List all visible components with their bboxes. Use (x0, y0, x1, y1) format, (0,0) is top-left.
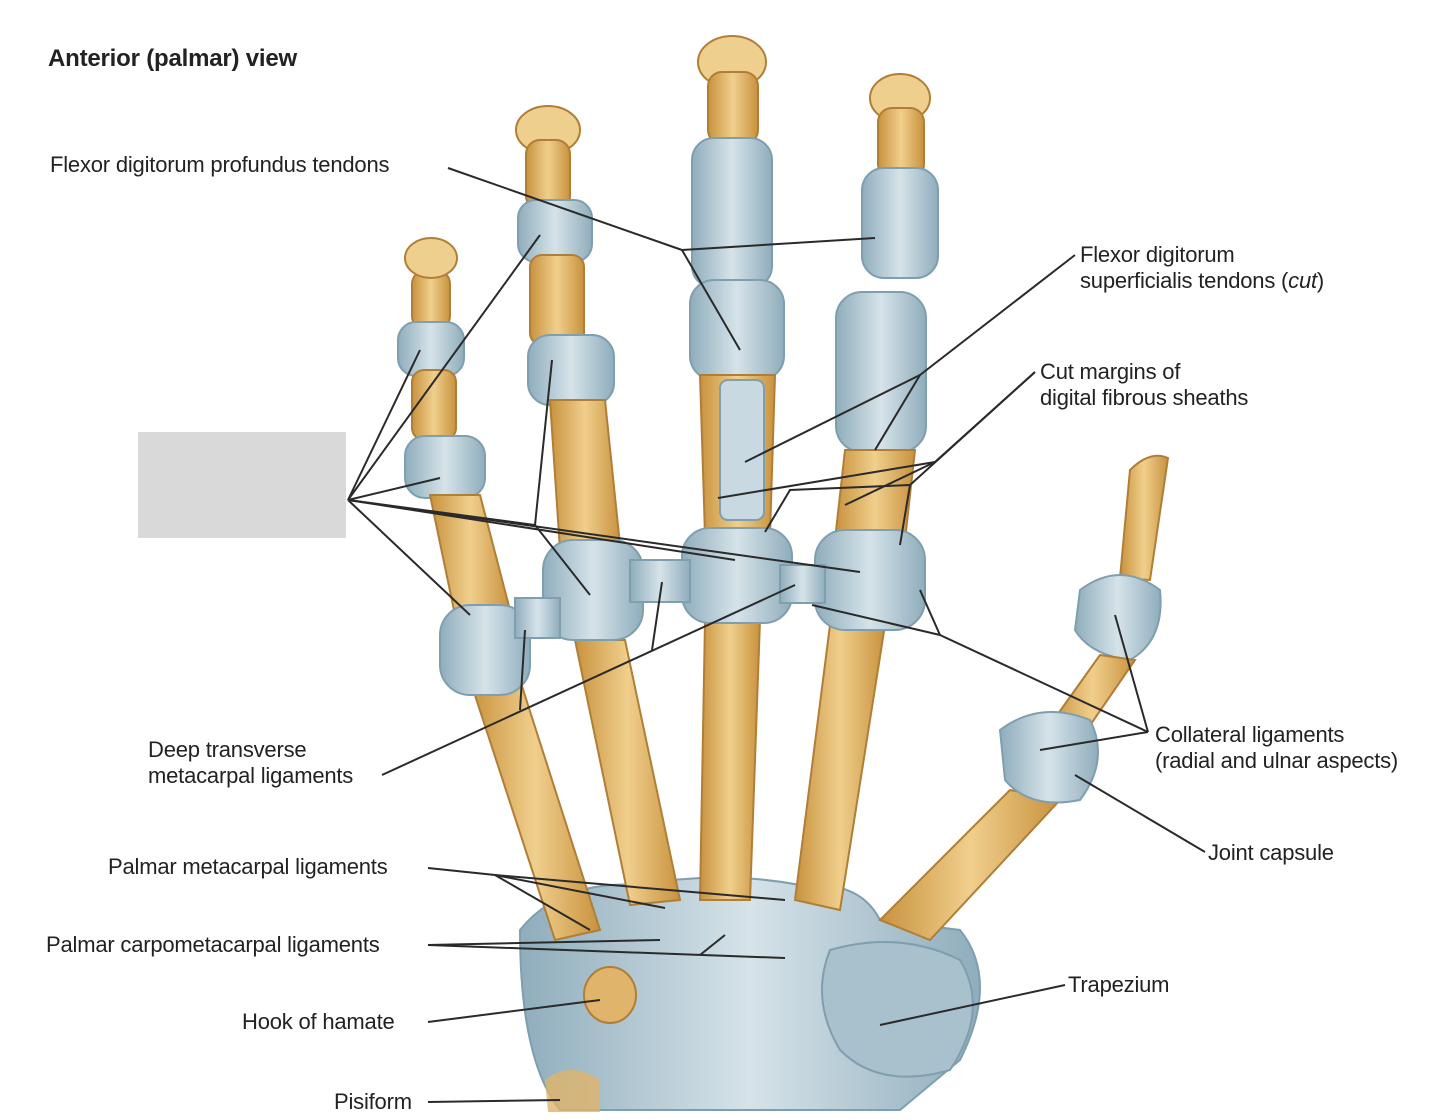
leader-lines (347, 167, 1206, 1103)
label-cut-line2: digital fibrous sheaths (1040, 385, 1249, 410)
hidden-label-box (138, 432, 346, 538)
label-trapezium: Trapezium (1068, 972, 1170, 997)
label-fds-line1: Flexor digitorum (1080, 242, 1235, 267)
label-hook-of-hamate: Hook of hamate (242, 1009, 395, 1034)
label-cut-line1: Cut margins of (1040, 359, 1181, 384)
figure-title: Anterior (palmar) view (48, 45, 297, 72)
label-dtm-line1: Deep transverse (148, 737, 307, 762)
label-palmar-metacarpal: Palmar metacarpal ligaments (108, 854, 388, 879)
ring-finger (515, 105, 644, 641)
label-cut-margins: Cut margins of digital fibrous sheaths (1040, 359, 1248, 411)
label-joint-capsule: Joint capsule (1208, 840, 1334, 865)
label-deep-transverse: Deep transverse metacarpal ligaments (148, 737, 353, 789)
carpal-region (518, 876, 981, 1112)
label-fds-cut: cut (1288, 268, 1317, 293)
label-coll-line2: (radial and ulnar aspects) (1155, 748, 1399, 773)
label-pisiform: Pisiform (334, 1089, 412, 1114)
hook-of-hamate-shape (583, 966, 637, 1024)
label-coll-line1: Collateral ligaments (1155, 722, 1345, 747)
thumb (998, 454, 1170, 804)
label-collateral-ligaments: Collateral ligaments (radial and ulnar a… (1155, 722, 1398, 774)
little-finger (397, 237, 531, 696)
label-fdp-tendons: Flexor digitorum profundus tendons (50, 152, 390, 177)
label-palmar-carpometacarpal: Palmar carpometacarpal ligaments (46, 932, 380, 957)
index-finger (814, 73, 939, 631)
label-fds-line2a: superficialis tendons ( (1080, 268, 1289, 293)
label-dtm-line2: metacarpal ligaments (148, 763, 354, 788)
label-fds-line2: superficialis tendons (cut) (1080, 268, 1324, 294)
label-fds-line2c: ) (1316, 268, 1325, 293)
label-fds-tendons: Flexor digitorum superficialis tendons (… (1080, 242, 1324, 294)
middle-finger (681, 35, 793, 624)
